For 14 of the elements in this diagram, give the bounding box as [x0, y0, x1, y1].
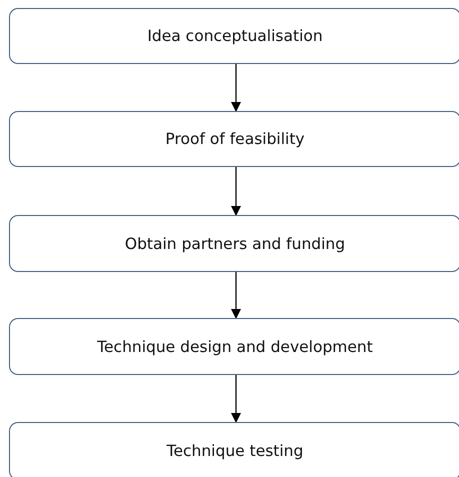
process-box [9, 318, 459, 375]
process-box [9, 8, 459, 64]
step-label: Idea conceptualisation [147, 27, 323, 45]
arrow [231, 375, 241, 423]
step-label: Technique design and development [97, 338, 373, 356]
arrow [231, 64, 241, 112]
process-box [9, 111, 459, 167]
step-label: Proof of feasibility [165, 130, 305, 148]
arrow [231, 167, 241, 216]
process-box [9, 215, 459, 272]
step-label: Technique testing [166, 442, 304, 460]
arrow [231, 272, 241, 319]
process-box [9, 422, 459, 477]
step-label: Obtain partners and funding [124, 234, 346, 252]
